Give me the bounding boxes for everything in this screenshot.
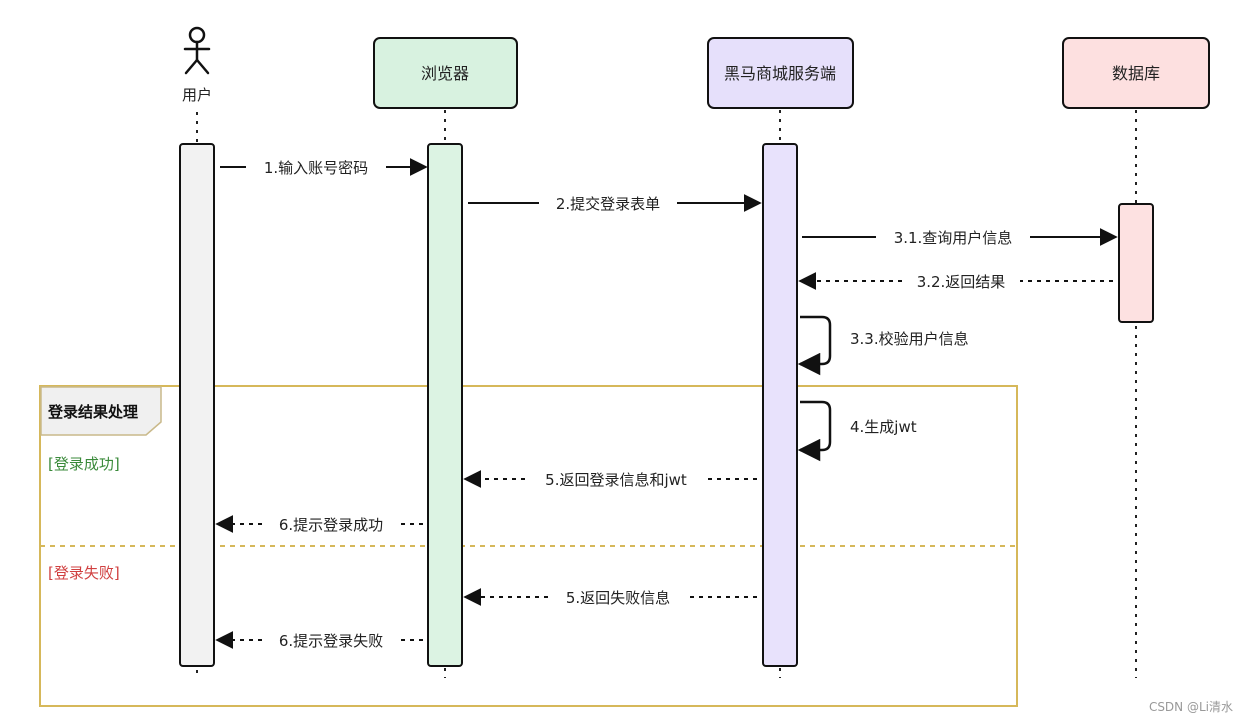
msg3-3-self-call — [797, 315, 832, 376]
server-label: 黑马商城服务端 — [724, 64, 836, 83]
browser-activation-bar — [427, 143, 463, 667]
msg2-label: 2.提交登录表单 — [556, 195, 660, 213]
server-box — [707, 37, 854, 109]
success-guard-label: [登录成功] — [48, 455, 120, 473]
user-label: 用户 — [182, 86, 212, 104]
watermark: CSDN @Li清水 — [1149, 700, 1233, 714]
database-label: 数据库 — [1112, 64, 1160, 83]
msg5-fail-label: 5.返回失败信息 — [566, 589, 670, 607]
browser-box — [373, 37, 518, 109]
server-activation-bar — [762, 143, 798, 667]
msg5-ok-label: 5.返回登录信息和jwt — [545, 471, 687, 489]
msg6-fail-label: 6.提示登录失败 — [279, 632, 383, 650]
fail-guard-label: [登录失败] — [48, 564, 120, 582]
database-activation-bar — [1118, 203, 1154, 323]
msg1-label: 1.输入账号密码 — [264, 159, 368, 177]
msg4-self-call — [797, 400, 832, 462]
fragment-title: 登录结果处理 — [47, 403, 138, 421]
fragment-title-tab — [40, 386, 162, 436]
msg3-1-label: 3.1.查询用户信息 — [894, 229, 1013, 247]
msg3-2-label: 3.2.返回结果 — [917, 273, 1006, 291]
msg3-3-label: 3.3.校验用户信息 — [850, 330, 969, 348]
user-actor-icon — [183, 26, 211, 75]
user-activation-bar — [179, 143, 215, 667]
msg4-label: 4.生成jwt — [850, 418, 917, 436]
msg6-ok-label: 6.提示登录成功 — [279, 516, 383, 534]
database-box — [1062, 37, 1210, 109]
browser-label: 浏览器 — [421, 64, 469, 83]
